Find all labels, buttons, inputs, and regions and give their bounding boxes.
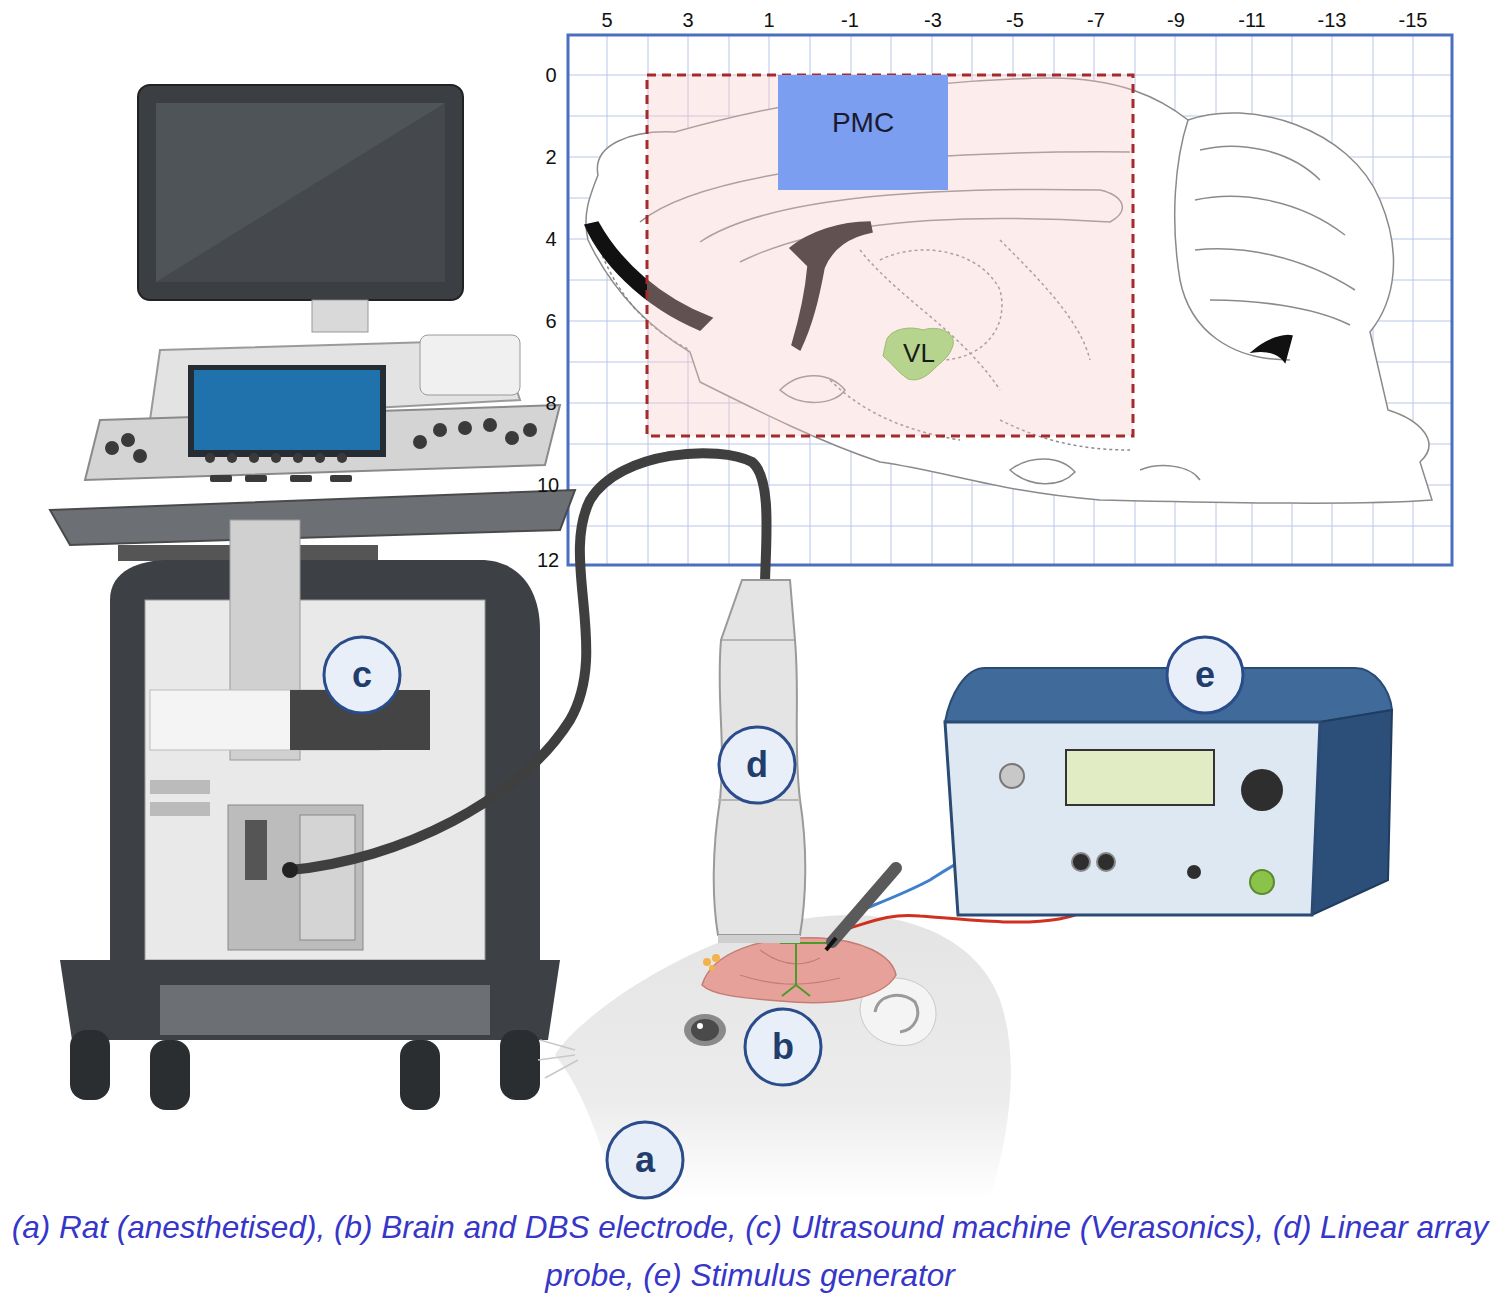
region-label: VL xyxy=(903,338,935,369)
rat-brain xyxy=(702,938,896,1003)
rat xyxy=(538,915,1011,1200)
cart-body xyxy=(145,600,485,960)
cable-plug xyxy=(282,862,298,878)
stimulus-generator xyxy=(945,668,1392,915)
callout-circle: c xyxy=(322,635,402,715)
output-jack xyxy=(1072,853,1090,871)
axis-tick-label: 2 xyxy=(545,146,556,169)
vent xyxy=(150,780,210,794)
linear-array-probe xyxy=(714,580,806,943)
probe-cable xyxy=(290,453,767,870)
axis-tick-label: -13 xyxy=(1318,9,1347,32)
cerebellum-folds xyxy=(1195,146,1355,325)
axis-tick-label: -1 xyxy=(841,9,859,32)
cart-base xyxy=(60,960,560,1040)
callout-letter: d xyxy=(746,744,768,786)
cerebellum-boundary xyxy=(1175,120,1290,360)
rat-eye-socket xyxy=(684,1014,726,1046)
nucleus-outline xyxy=(883,328,953,380)
callout-circle-outline xyxy=(719,727,795,803)
rat-body xyxy=(555,915,1011,1200)
probe-port xyxy=(245,820,267,880)
power-button xyxy=(1250,870,1274,894)
probe-face xyxy=(718,935,800,943)
whiskers xyxy=(538,1040,578,1078)
callout-letter: a xyxy=(635,1139,655,1181)
generator-button xyxy=(1000,764,1024,788)
electrode-tip xyxy=(826,938,836,950)
vent xyxy=(150,802,210,816)
ear-inner xyxy=(875,995,918,1032)
imaging-window xyxy=(647,75,1133,436)
axis-tick-label: -7 xyxy=(1087,9,1105,32)
axis-tick-label: -5 xyxy=(1006,9,1024,32)
figure-caption: (a) Rat (anesthetised), (b) Brain and DB… xyxy=(2,1203,1498,1299)
generator-jack xyxy=(1187,865,1201,879)
console-tray xyxy=(420,335,520,395)
probe-port xyxy=(300,815,355,940)
axis-tick-label: 3 xyxy=(682,9,693,32)
axis-tick-label: 6 xyxy=(545,310,556,333)
axis-tick-label: 8 xyxy=(545,392,556,415)
probe-body xyxy=(714,580,806,935)
axis-tick-label: 0 xyxy=(545,64,556,87)
generator-front xyxy=(945,722,1320,915)
electrode-target xyxy=(780,943,830,996)
axis-tick-label: 1 xyxy=(763,9,774,32)
screen-shade xyxy=(156,103,445,282)
rat-eye xyxy=(691,1019,719,1041)
callout-circle-outline xyxy=(1167,637,1243,713)
grid-lines xyxy=(568,35,1452,565)
generator-side xyxy=(1312,710,1392,915)
axis-tick-label: 5 xyxy=(601,9,612,32)
generator-knob xyxy=(1241,769,1283,811)
axis-tick-label: 10 xyxy=(537,474,559,497)
monitor-screen xyxy=(156,103,445,282)
control-knobs xyxy=(105,418,537,482)
callout-circle: d xyxy=(717,725,797,805)
axis-tick-label: -11 xyxy=(1238,9,1265,32)
callout-circle: a xyxy=(605,1120,685,1200)
axis-tick-label: -9 xyxy=(1167,9,1185,32)
ventricle xyxy=(1252,336,1292,362)
olfactory-bulbs xyxy=(703,954,720,971)
touch-screen-frame xyxy=(188,365,386,457)
callout-circle-outline xyxy=(745,1009,821,1085)
callout-letter: e xyxy=(1195,654,1215,696)
cart-base-panel xyxy=(160,985,490,1035)
dbs-electrode xyxy=(832,868,896,942)
grid-background xyxy=(568,35,1452,565)
nucleus-region: VL xyxy=(878,322,960,384)
callout-circle-outline xyxy=(324,637,400,713)
cortex-region: PMC xyxy=(778,75,948,190)
axis-tick-label: 12 xyxy=(537,549,559,572)
cart-frame xyxy=(110,560,540,960)
monitor-neck xyxy=(312,300,368,332)
callout-circle: e xyxy=(1165,635,1245,715)
wheels xyxy=(70,1030,540,1110)
generator-display xyxy=(1066,750,1214,805)
touch-screen xyxy=(194,370,380,450)
axis-tick-label: -3 xyxy=(924,9,942,32)
grid-frame xyxy=(568,35,1452,565)
callout-letter: c xyxy=(352,654,372,696)
callout-circle: b xyxy=(743,1007,823,1087)
probe-port-panel xyxy=(228,805,363,950)
axis-tick-label: 4 xyxy=(545,228,556,251)
ultrasound-machine xyxy=(50,85,575,1110)
eye-highlight xyxy=(697,1023,703,1029)
axis-tick-label: -15 xyxy=(1399,9,1428,32)
output-jack xyxy=(1097,853,1115,871)
monitor-frame xyxy=(138,85,463,300)
brain-folds xyxy=(740,950,840,984)
keyboard-tray xyxy=(50,490,575,545)
region-label: PMC xyxy=(832,107,894,139)
callout-letter: b xyxy=(772,1026,794,1068)
callout-circle-outline xyxy=(607,1122,683,1198)
